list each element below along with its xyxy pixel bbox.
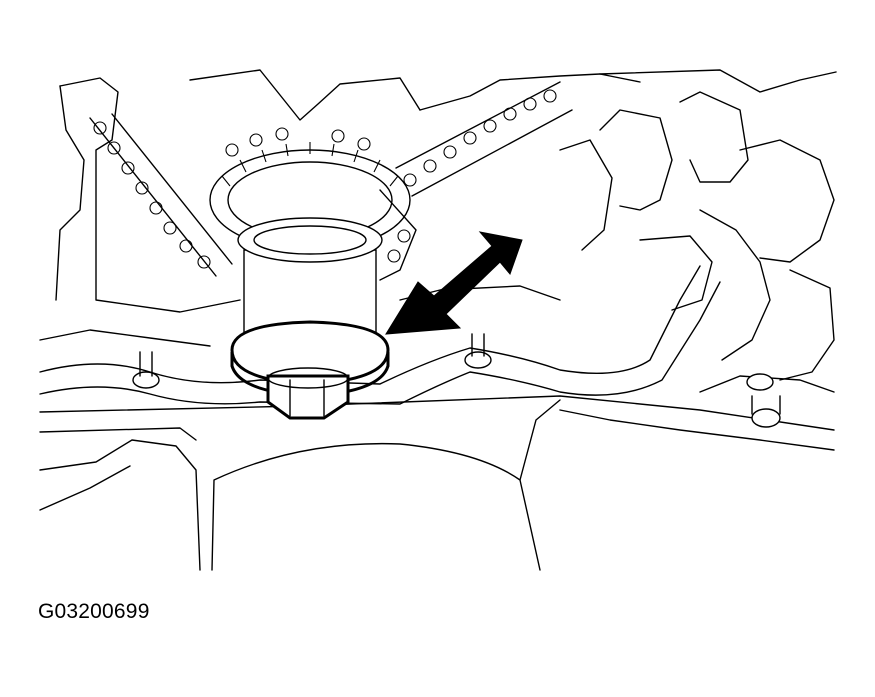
engine-housing-outline — [39, 69, 837, 381]
timing-chain-left — [89, 113, 233, 277]
pan-bolt-right — [746, 373, 781, 428]
callout-arrow — [385, 231, 523, 335]
pan-bolt-center — [464, 333, 492, 369]
crankshaft-socket-tool — [230, 217, 390, 420]
figure-id-label: G03200699 — [38, 600, 150, 623]
oil-pan-gasket-rail — [39, 265, 835, 441]
timing-chain-right — [379, 81, 573, 281]
oil-pan-body — [39, 399, 835, 571]
pan-bolt-left — [132, 351, 160, 389]
